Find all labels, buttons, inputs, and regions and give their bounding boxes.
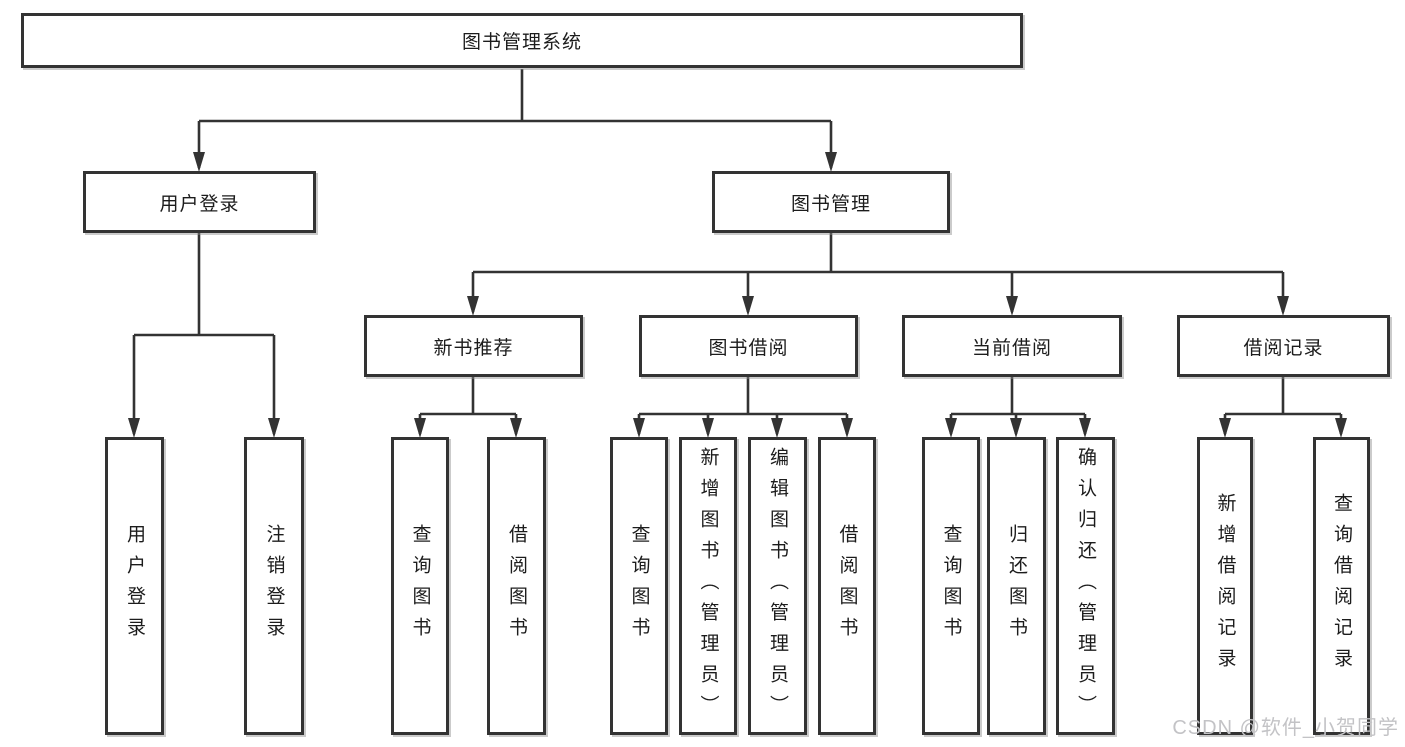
leaf-query-book-3: 查询图书 <box>922 437 980 735</box>
node-new-book-recommend: 新书推荐 <box>364 315 583 377</box>
leaf-label: 查询图书 <box>409 524 431 648</box>
leaf-user-login: 用户登录 <box>105 437 164 735</box>
leaf-label: 新增借阅记录 <box>1214 493 1236 679</box>
leaf-query-borrow-record: 查询借阅记录 <box>1313 437 1370 735</box>
leaf-label: 查询图书 <box>628 524 650 648</box>
node-label: 当前借阅 <box>971 337 1052 359</box>
node-label: 用户登录 <box>159 193 240 215</box>
leaf-add-book-admin: 新增图书（管理员） <box>679 437 737 735</box>
leaf-borrow-book-2: 借阅图书 <box>818 437 876 735</box>
node-label: 新书推荐 <box>433 337 514 359</box>
leaf-query-book-2: 查询图书 <box>610 437 668 735</box>
leaf-add-borrow-record: 新增借阅记录 <box>1197 437 1253 735</box>
node-user-login: 用户登录 <box>83 171 316 233</box>
node-root-library-system: 图书管理系统 <box>21 13 1023 68</box>
leaf-label: 归还图书 <box>1006 524 1027 648</box>
node-label: 图书管理系统 <box>461 32 582 53</box>
leaf-label: 注销登录 <box>263 524 285 648</box>
node-book-borrow: 图书借阅 <box>639 315 858 377</box>
leaf-logout: 注销登录 <box>244 437 304 735</box>
leaf-label: 确认归还（管理员） <box>1075 446 1096 726</box>
leaf-confirm-return-admin: 确认归还（管理员） <box>1056 437 1115 735</box>
leaf-borrow-book-1: 借阅图书 <box>487 437 546 735</box>
csdn-watermark: CSDN @软件_小贺同学 <box>1172 717 1399 739</box>
leaf-label: 用户登录 <box>124 524 145 648</box>
leaf-label: 借阅图书 <box>836 524 858 648</box>
leaf-query-book-1: 查询图书 <box>391 437 449 735</box>
node-label: 借阅记录 <box>1243 337 1324 359</box>
node-borrow-record: 借阅记录 <box>1177 315 1390 377</box>
node-book-management: 图书管理 <box>712 171 950 233</box>
leaf-label: 查询图书 <box>940 524 962 648</box>
leaf-label: 借阅图书 <box>506 524 527 648</box>
node-label: 图书管理 <box>790 193 871 215</box>
leaf-return-book: 归还图书 <box>987 437 1046 735</box>
leaf-label: 新增图书（管理员） <box>697 446 719 726</box>
leaf-edit-book-admin: 编辑图书（管理员） <box>748 437 807 735</box>
node-current-borrow: 当前借阅 <box>902 315 1122 377</box>
node-label: 图书借阅 <box>708 337 789 359</box>
leaf-label: 编辑图书（管理员） <box>767 446 788 726</box>
leaf-label: 查询借阅记录 <box>1331 493 1352 679</box>
